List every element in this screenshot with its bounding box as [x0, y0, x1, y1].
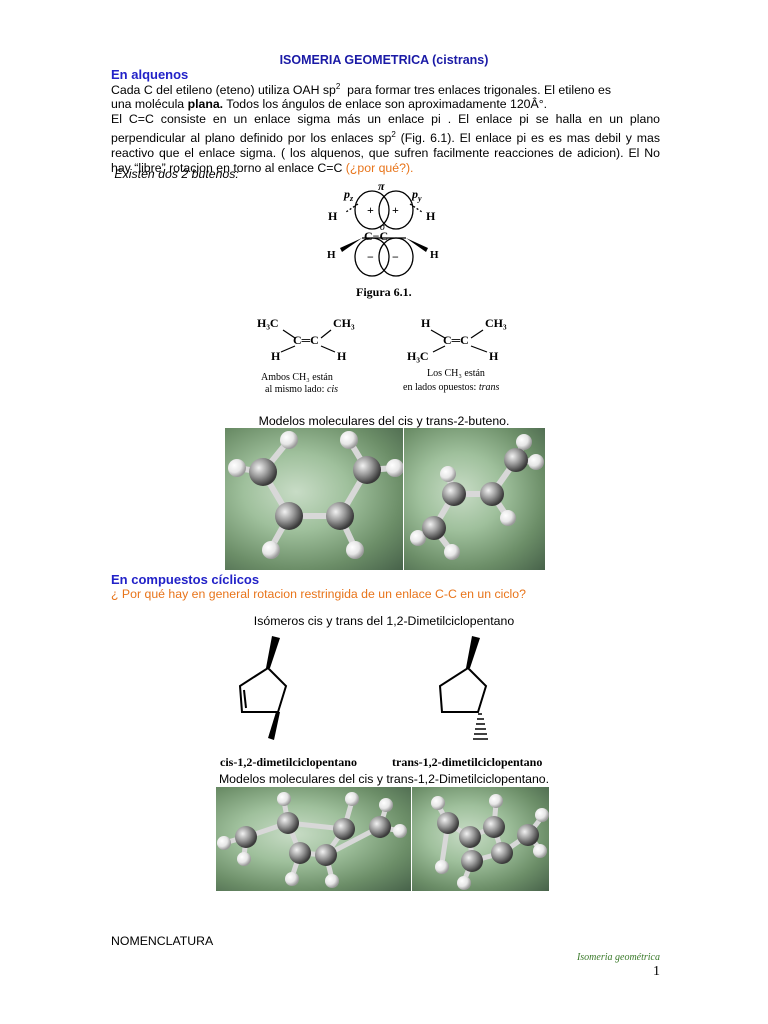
page-title: ISOMERIA GEOMETRICA (cistrans)	[279, 53, 489, 67]
cis-cc: C═C	[293, 333, 319, 347]
minus-left: −	[367, 250, 374, 264]
models-caption-cyclopentane: Modelos moleculares del cis y trans-1,2-…	[218, 772, 550, 786]
text-line1b: para formar tres enlaces trigonales. El …	[340, 83, 611, 98]
cis-dimethylcyclopentane-model-image	[216, 787, 411, 891]
text-line1a: Cada C del etileno (eteno) utiliza OAH s…	[111, 83, 336, 98]
trans-cc: C═C	[443, 333, 469, 347]
plus-left: +	[367, 203, 374, 217]
label-cc: C−C	[364, 229, 388, 243]
minus-right: −	[392, 250, 399, 264]
paragraph-line-1: Cada C del etileno (eteno) utiliza OAH s…	[111, 82, 611, 97]
trans-2-butene-model-image	[404, 428, 545, 570]
butene-structural-formulas: H₃C CH₃ C═C H H H CH₃ C═C H₃C H Ambos CH…	[257, 316, 507, 395]
trans-dimethylcyclopentane-model-image	[412, 787, 549, 891]
cis-h3c: H₃C	[257, 316, 279, 330]
text-butenos: Existen dos 2 butenos:	[111, 167, 239, 181]
trans-h-bottom: H	[489, 349, 499, 363]
text-para2b: (Fig. 6.1). El enlace pi es es mas debil…	[111, 131, 664, 176]
label-h-lr: H	[430, 249, 439, 261]
running-title: Isomeria geométrica	[576, 952, 660, 963]
trans-caption-2: en lados opuestos: trans	[403, 382, 499, 393]
figure-caption: Figura 6.1.	[356, 285, 412, 299]
models-caption-butene: Modelos moleculares del cis y trans-2-bu…	[258, 414, 510, 428]
paragraph-enlace-pi: El C=C consiste en un enlace sigma más u…	[111, 112, 660, 176]
cis-caption-2: al mismo lado: cis	[265, 384, 338, 395]
question-rotacion: ¿ Por qué hay en general rotacion restri…	[111, 587, 526, 601]
trans-cyclopentane-label: trans-1,2-dimetilciclopentano	[392, 755, 542, 769]
text-line2a: una molécula	[111, 97, 188, 111]
isomers-caption: Isómeros cis y trans del 1,2-Dimetilcicl…	[253, 614, 515, 628]
p-orbital-upper-right	[378, 190, 414, 230]
text-para2a: El C=C consiste en un enlace sigma más u…	[111, 112, 660, 146]
cis-h-left: H	[271, 349, 281, 363]
plus-right: +	[392, 203, 399, 217]
p-orbital-upper-left	[354, 190, 390, 230]
label-sigma: σ	[380, 222, 386, 233]
paragraph-line-2: una molécula plana. Todos los ángulos de…	[111, 97, 547, 111]
label-p-right: py	[411, 187, 422, 203]
trans-h-top: H	[421, 316, 431, 330]
cyclopentane-line-drawings: cis-1,2-dimetilciclopentano trans-1,2-di…	[220, 636, 542, 769]
sup-2: 2	[335, 82, 341, 91]
label-h-ul: H	[328, 209, 338, 223]
pi-bond-diagram: pz π py + + − − σ C−C H H H H Figura 6.1…	[327, 182, 439, 299]
label-h-ur: H	[426, 209, 436, 223]
nomenclatura-heading: NOMENCLATURA	[111, 934, 214, 948]
figure-6-1: pz π py + + − − σ C−C H H H H Figura 6.1…	[318, 182, 448, 302]
trans-caption-1: Los CH₃ están	[427, 368, 485, 379]
text-line2b: Todos los ángulos de enlace son aproxima…	[223, 97, 548, 111]
trans-h3c: H₃C	[407, 349, 429, 363]
cis-caption-1: Ambos CH₃ están	[261, 372, 333, 383]
label-p-left: pz	[343, 187, 354, 203]
label-h-ll: H	[327, 249, 336, 261]
cis-h-right: H	[337, 349, 347, 363]
sup-2b: 2	[391, 130, 396, 139]
text-plana: plana.	[187, 97, 224, 111]
section-heading-alquenos: En alquenos	[111, 67, 189, 82]
dimethylcyclopentane-structures: cis-1,2-dimetilciclopentano trans-1,2-di…	[220, 630, 560, 770]
butene-structures: H₃C CH₃ C═C H H H CH₃ C═C H₃C H Ambos CH…	[253, 310, 533, 402]
section-heading-ciclicos: En compuestos cíclicos	[111, 572, 260, 587]
text-por-que: (¿por qué?).	[345, 161, 414, 176]
cis-ch3: CH₃	[333, 316, 355, 330]
cis-2-butene-model-image	[225, 428, 403, 570]
page-number: 1	[653, 964, 660, 979]
label-pi: π	[378, 182, 385, 193]
cis-cyclopentane-label: cis-1,2-dimetilciclopentano	[220, 755, 357, 769]
trans-ch3: CH₃	[485, 316, 507, 330]
